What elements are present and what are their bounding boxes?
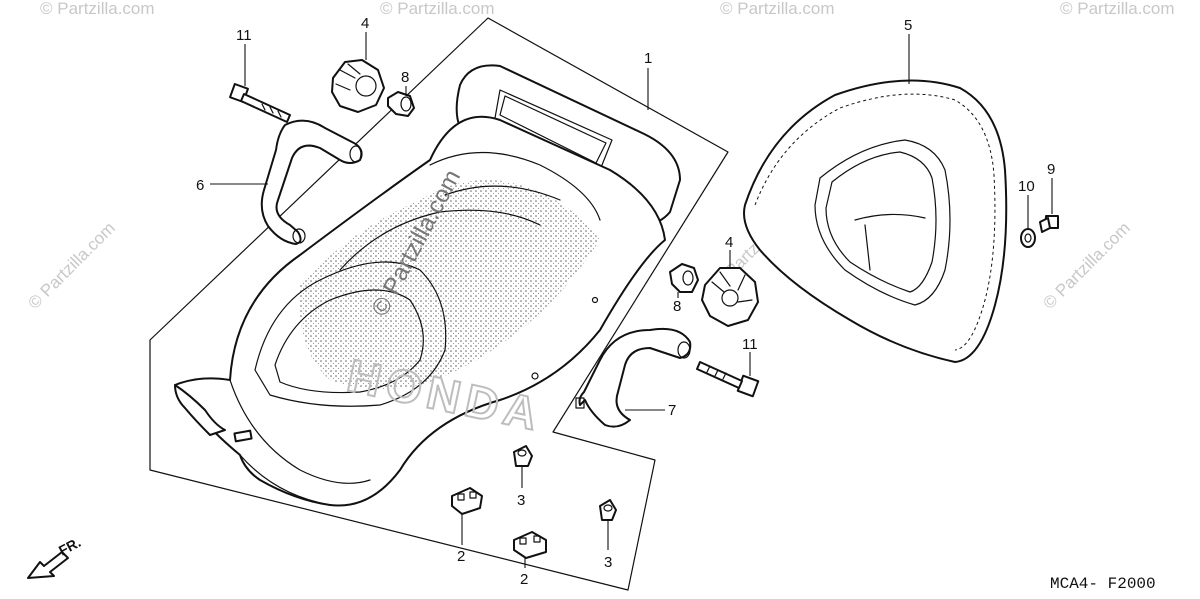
- backrest-icon: [743, 79, 1008, 363]
- grab-handle-icon: [575, 327, 692, 428]
- screw-icon: [1039, 215, 1059, 233]
- knob-icon: [701, 267, 759, 327]
- callout-label: 2: [457, 548, 465, 565]
- diagram-code: MCA4- F2000: [1050, 575, 1156, 593]
- callout-label: 3: [604, 554, 612, 571]
- callout-label: 9: [1047, 161, 1055, 178]
- watermark-text: © Partzilla.com: [1039, 218, 1133, 312]
- clip-icon: [513, 445, 533, 467]
- callout-label: 4: [725, 234, 733, 251]
- washer-icon: [1020, 228, 1036, 248]
- callout-label: 6: [196, 177, 204, 194]
- front-direction-icon: FR.: [27, 534, 83, 579]
- callout-label: 4: [361, 15, 369, 32]
- knob-icon: [331, 59, 385, 113]
- callout-label: 3: [517, 492, 525, 509]
- callout-label: 1: [644, 50, 652, 67]
- seat-assembly-frame: [149, 17, 729, 591]
- callout-label: 8: [401, 69, 409, 86]
- watermark-text: © Partzilla.com: [40, 0, 155, 18]
- seat-icon: [174, 64, 681, 507]
- callout-label: 5: [904, 17, 912, 34]
- callout-label: 8: [673, 298, 681, 315]
- bolt-icon: [229, 83, 291, 123]
- bolt-icon: [696, 361, 760, 398]
- watermark-text: © Partzilla.com: [720, 0, 835, 18]
- callout-label: 11: [236, 27, 252, 44]
- grab-handle-icon: [260, 119, 363, 245]
- watermark-text: © Partzilla.com: [1060, 0, 1175, 18]
- watermark-text: © Partzilla.com: [24, 218, 118, 312]
- callout-label: 11: [742, 336, 758, 353]
- callout-label: 7: [668, 402, 676, 419]
- callout-label: 10: [1018, 178, 1035, 195]
- callout-label: 2: [520, 571, 528, 588]
- bracket-icon: [513, 531, 547, 559]
- bracket-icon: [451, 487, 483, 515]
- leader-lines: [210, 32, 1053, 568]
- grommet-icon: [387, 91, 415, 117]
- watermark-text: © Partzilla.com: [380, 0, 495, 18]
- grommet-icon: [669, 263, 699, 293]
- clip-icon: [599, 499, 617, 521]
